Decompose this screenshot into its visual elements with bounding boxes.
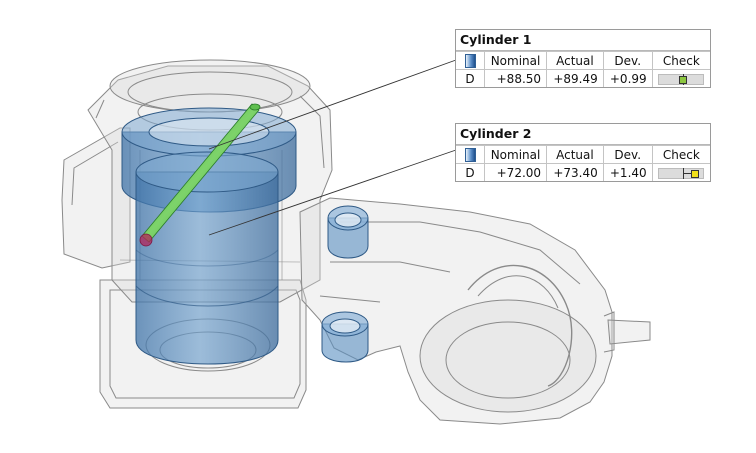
check-gauge-icon xyxy=(658,73,705,85)
cylinder-2-leader xyxy=(208,149,457,236)
table-cell xyxy=(651,69,710,87)
header-nominal: Nominal xyxy=(483,145,548,164)
actual-value: +73.40 xyxy=(546,163,604,181)
row-label: D xyxy=(456,69,485,87)
nozzle xyxy=(607,319,651,345)
header-actual: Actual xyxy=(546,145,604,164)
check-gauge-icon xyxy=(658,167,705,179)
table-header-row: Nominal Actual Dev. Check xyxy=(456,145,710,164)
probe-tip xyxy=(139,233,153,247)
table-cell xyxy=(456,51,485,70)
header-dev: Dev. xyxy=(602,145,653,164)
table-header-row: Nominal Actual Dev. Check xyxy=(456,51,710,70)
cylinder-1-leader xyxy=(208,59,457,150)
cylinder-1-callout[interactable]: Cylinder 1 Nominal Actual Dev. Check D +… xyxy=(455,29,711,88)
cylinder-feature-icon xyxy=(464,147,476,162)
cylinder-2-callout[interactable]: Cylinder 2 Nominal Actual Dev. Check D +… xyxy=(455,123,711,182)
header-actual: Actual xyxy=(546,51,604,70)
upper-port-cylinder xyxy=(327,205,369,259)
callout-title: Cylinder 1 xyxy=(456,30,710,51)
cylinder-feature-icon xyxy=(464,53,476,68)
table-cell xyxy=(651,163,710,181)
nominal-value: +72.00 xyxy=(483,163,548,181)
row-label: D xyxy=(456,163,485,181)
table-row: D +72.00 +73.40 +1.40 xyxy=(456,163,710,181)
callout-title: Cylinder 2 xyxy=(456,124,710,145)
callout-table: Nominal Actual Dev. Check D +88.50 +89.4… xyxy=(456,51,710,87)
header-nominal: Nominal xyxy=(483,51,548,70)
nominal-value: +88.50 xyxy=(483,69,548,87)
probe-stylus xyxy=(139,103,261,247)
lower-port-cylinder xyxy=(321,311,369,363)
header-dev: Dev. xyxy=(602,51,653,70)
header-check: Check xyxy=(651,51,710,70)
dev-value: +1.40 xyxy=(602,163,653,181)
actual-value: +89.49 xyxy=(546,69,604,87)
dev-value: +0.99 xyxy=(602,69,653,87)
header-check: Check xyxy=(651,145,710,164)
callout-table: Nominal Actual Dev. Check D +72.00 +73.4… xyxy=(456,145,710,181)
table-row: D +88.50 +89.49 +0.99 xyxy=(456,69,710,87)
table-cell xyxy=(456,145,485,164)
cylinder-2-feature xyxy=(135,151,279,365)
